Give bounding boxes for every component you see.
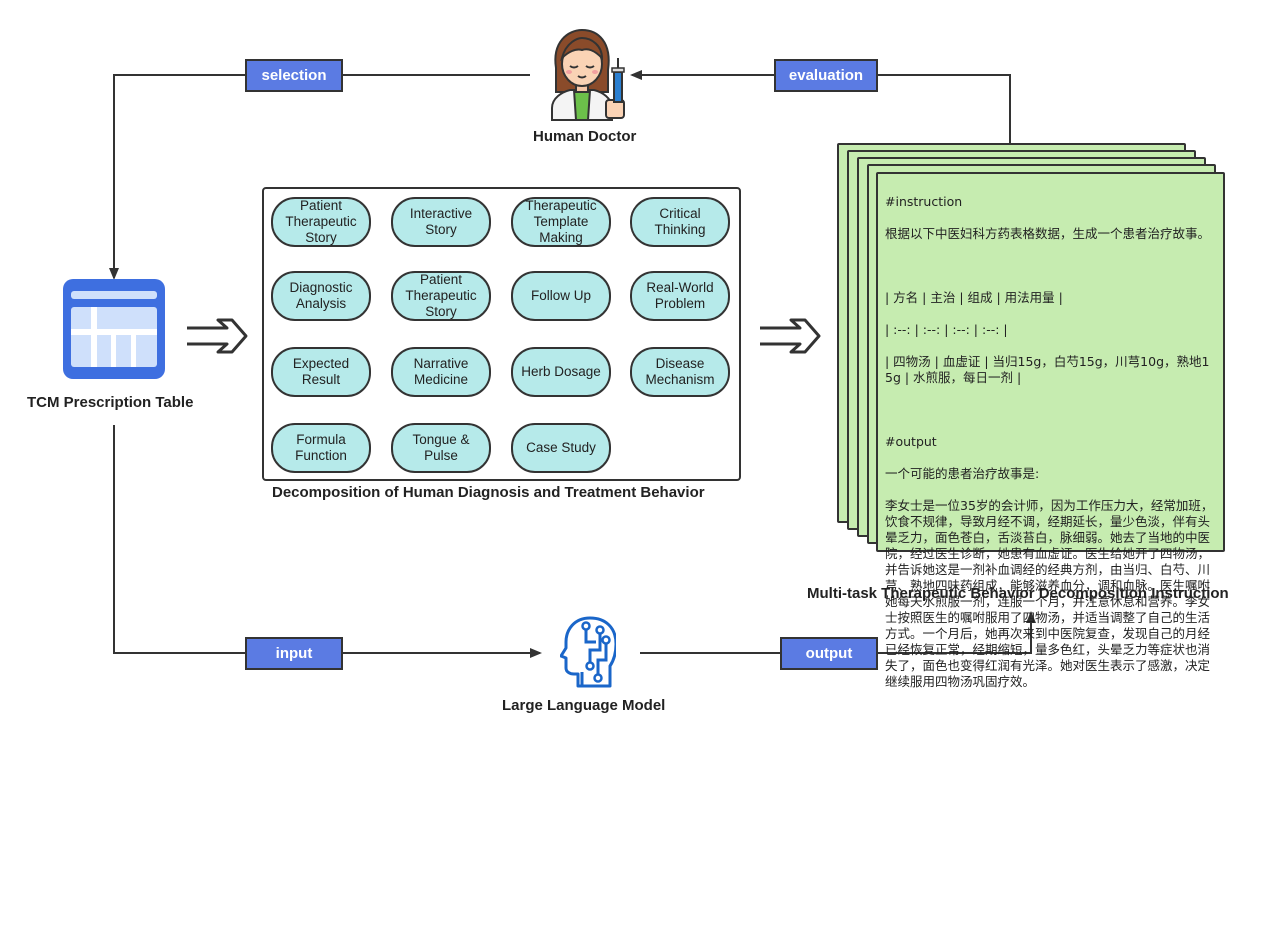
input-tag: input xyxy=(245,637,343,670)
decomposition-caption: Decomposition of Human Diagnosis and Tre… xyxy=(272,484,705,501)
output-header: #output xyxy=(885,434,937,449)
instruction-sheet-content: #instruction 根据以下中医妇科方药表格数据，生成一个患者治疗故事。 … xyxy=(885,178,1215,706)
instruction-caption: Multi-task Therapeutic Behavior Decompos… xyxy=(807,585,1229,602)
task-pill: Tongue & Pulse xyxy=(391,423,491,473)
task-pill: Patient Therapeutic Story xyxy=(271,197,371,247)
doctor-icon xyxy=(551,28,625,121)
tcm-table-label: TCM Prescription Table xyxy=(27,394,194,411)
table-icon xyxy=(63,279,165,379)
task-pill: Diagnostic Analysis xyxy=(271,271,371,321)
instruction-text: 根据以下中医妇科方药表格数据，生成一个患者治疗故事。 xyxy=(885,226,1211,241)
output-intro: 一个可能的患者治疗故事是: xyxy=(885,466,1040,481)
human-doctor-label: Human Doctor xyxy=(533,128,637,145)
task-pill: Narrative Medicine xyxy=(391,347,491,397)
task-pill: Therapeutic Template Making xyxy=(511,197,611,247)
llm-label: Large Language Model xyxy=(502,697,666,714)
selection-wire xyxy=(109,74,530,280)
table-separator: | :--: | :--: | :--: | :--: | xyxy=(885,322,1008,337)
task-pill: Critical Thinking xyxy=(630,197,730,247)
selection-tag: selection xyxy=(245,59,343,92)
task-pill: Interactive Story xyxy=(391,197,491,247)
instruction-header: #instruction xyxy=(885,194,963,209)
instruction-sheet-front xyxy=(876,172,1225,552)
arrow-tasks-to-instructions xyxy=(760,318,821,354)
input-wire xyxy=(113,425,542,658)
arrow-table-to-tasks xyxy=(187,318,248,354)
task-pill: Expected Result xyxy=(271,347,371,397)
table-row: | 四物汤 | 血虚证 | 当归15g，白芍15g，川芎10g，熟地15g | … xyxy=(885,354,1210,385)
evaluation-tag: evaluation xyxy=(774,59,878,92)
task-pill: Patient Therapeutic Story xyxy=(391,271,491,321)
task-pill: Real-World Problem xyxy=(630,271,730,321)
task-pill: Disease Mechanism xyxy=(630,347,730,397)
task-pill: Herb Dosage xyxy=(511,347,611,397)
task-pill: Case Study xyxy=(511,423,611,473)
table-header: | 方名 | 主治 | 组成 | 用法用量 | xyxy=(885,290,1063,305)
llm-head-icon xyxy=(560,616,616,688)
evaluation-wire xyxy=(630,70,1011,150)
output-tag: output xyxy=(780,637,878,670)
output-text: 李女士是一位35岁的会计师，因为工作压力大，经常加班，饮食不规律，导致月经不调，… xyxy=(885,498,1214,689)
task-pill: Follow Up xyxy=(511,271,611,321)
output-wire xyxy=(640,611,1036,654)
task-pill: Formula Function xyxy=(271,423,371,473)
